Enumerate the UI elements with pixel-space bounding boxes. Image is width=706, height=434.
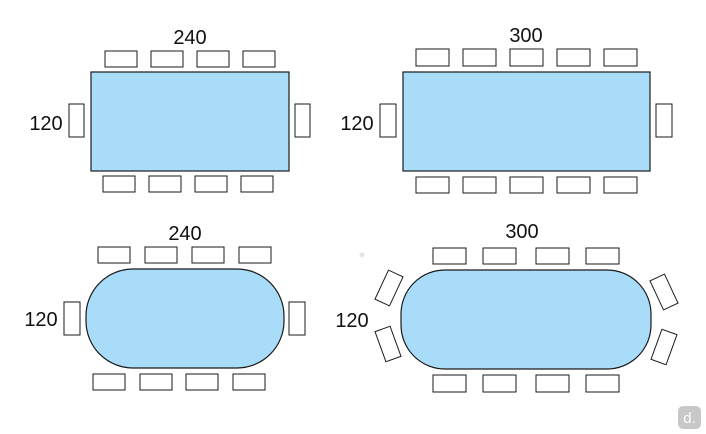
chair: [97, 246, 131, 264]
chair: [150, 50, 184, 68]
chair: [238, 246, 272, 264]
chair: [432, 374, 467, 393]
chair: [415, 48, 450, 67]
chair: [603, 176, 638, 194]
logo-background: [678, 406, 701, 429]
chair: [556, 176, 591, 194]
table-top: [90, 71, 290, 172]
chair: [535, 247, 570, 265]
chair: [462, 48, 497, 67]
chair: [185, 373, 219, 391]
chair: [482, 374, 517, 393]
chair: [556, 48, 591, 67]
chair: [585, 247, 620, 265]
chair: [194, 175, 228, 193]
width-label: 240: [168, 223, 201, 245]
faint-dot: [359, 252, 365, 258]
chair: [68, 103, 85, 138]
table-group-rect-240: 240 120: [29, 27, 311, 193]
width-label: 240: [173, 27, 206, 49]
table-group-oval-240: 240 120: [24, 223, 306, 391]
chair: [415, 176, 450, 194]
width-label: 300: [505, 221, 538, 243]
chair: [294, 103, 311, 138]
chair: [148, 175, 182, 193]
chair: [482, 247, 517, 265]
chair: [144, 246, 178, 264]
depth-label: 120: [335, 310, 368, 332]
chair: [379, 103, 397, 138]
width-label: 300: [509, 25, 542, 47]
chair: [102, 175, 136, 193]
chair: [509, 176, 544, 194]
depth-label: 120: [24, 309, 57, 331]
chair: [509, 48, 544, 67]
table-top: [85, 268, 285, 369]
chair: [92, 373, 126, 391]
chair: [374, 269, 404, 307]
table-top: [402, 71, 651, 172]
chair: [240, 175, 274, 193]
chair: [63, 301, 81, 336]
chair: [649, 273, 679, 311]
chair: [242, 50, 276, 68]
chair: [462, 176, 497, 194]
chair: [585, 374, 620, 393]
chair: [288, 301, 306, 336]
table-group-rect-300: 300 120: [340, 25, 673, 194]
table-top: [400, 269, 652, 370]
chair: [232, 373, 266, 391]
depth-label: 120: [340, 113, 373, 135]
chair: [191, 246, 225, 264]
chair: [139, 373, 173, 391]
chair: [603, 48, 638, 67]
chair: [374, 325, 402, 363]
chair: [650, 328, 678, 366]
chair: [104, 50, 138, 68]
logo-text: d.: [683, 410, 696, 427]
chair: [196, 50, 230, 68]
logo-badge: d.: [678, 406, 701, 429]
depth-label: 120: [29, 113, 62, 135]
chair: [655, 103, 673, 138]
chair: [535, 374, 570, 393]
chair: [432, 247, 467, 265]
table-group-oval-300: 300 120: [335, 221, 679, 393]
